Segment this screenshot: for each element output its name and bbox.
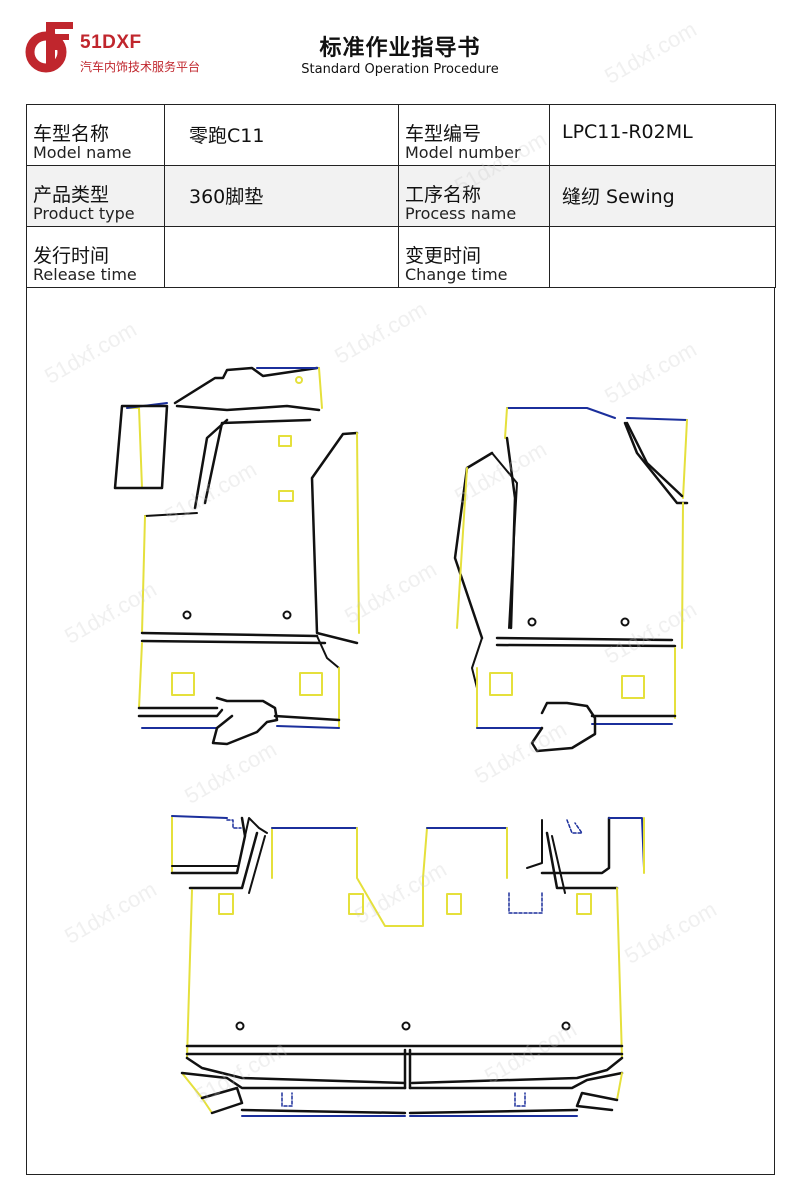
product-type-label-cn: 产品类型 — [33, 184, 110, 206]
product-type-value-cell: 360脚垫 — [164, 165, 399, 227]
process-name-value: 缝纫 Sewing — [562, 186, 675, 208]
model-number-label-en: Model number — [405, 143, 521, 162]
change-time-label-en: Change time — [405, 265, 508, 284]
change-time-label-cell: 变更时间 Change time — [398, 226, 550, 288]
process-name-label-cn: 工序名称 — [405, 184, 482, 206]
product-type-label-cell: 产品类型 Product type — [26, 165, 165, 227]
process-name-label-en: Process name — [405, 204, 517, 223]
change-time-label-cn: 变更时间 — [405, 245, 482, 267]
release-time-label-cell: 发行时间 Release time — [26, 226, 165, 288]
rear-mat-pattern — [170, 815, 645, 1117]
logo-brand-text: 51DXF — [80, 32, 142, 53]
release-time-value-cell — [164, 226, 399, 288]
document-subtitle: Standard Operation Procedure — [301, 62, 499, 77]
document-title: 标准作业指导书 — [319, 36, 481, 61]
model-name-label-en: Model name — [33, 143, 132, 162]
model-name-value: 零跑C11 — [189, 125, 265, 147]
front-right-mat-pattern — [453, 407, 689, 753]
model-number-value: LPC11-R02ML — [562, 121, 693, 143]
logo-mark-icon — [25, 22, 73, 73]
info-row-model: 车型名称 Model name 零跑C11 车型编号 Model number … — [26, 104, 776, 166]
product-type-label-en: Product type — [33, 204, 135, 223]
info-row-time: 发行时间 Release time 变更时间 Change time — [26, 226, 776, 288]
company-logo: 51DXF 汽车内饰技术服务平台 — [22, 18, 232, 78]
model-name-label-cell: 车型名称 Model name — [26, 104, 165, 166]
model-number-label-cn: 车型编号 — [405, 123, 482, 145]
release-time-label-en: Release time — [33, 265, 137, 284]
model-number-label-cell: 车型编号 Model number — [398, 104, 550, 166]
logo-tagline: 汽车内饰技术服务平台 — [80, 60, 201, 74]
info-table: 车型名称 Model name 零跑C11 车型编号 Model number … — [26, 104, 776, 288]
product-type-value: 360脚垫 — [189, 186, 264, 208]
release-time-label-cn: 发行时间 — [33, 245, 110, 267]
model-number-value-cell: LPC11-R02ML — [549, 104, 776, 166]
pattern-drawing-area — [26, 288, 775, 1175]
floor-mat-pattern-diagram — [113, 366, 689, 1117]
watermark-text: 51dxf.com — [600, 16, 701, 89]
process-name-value-cell: 缝纫 Sewing — [549, 165, 776, 227]
front-left-mat-pattern — [113, 366, 360, 746]
model-name-label-cn: 车型名称 — [33, 123, 110, 145]
process-name-label-cell: 工序名称 Process name — [398, 165, 550, 227]
change-time-value-cell — [549, 226, 776, 288]
model-name-value-cell: 零跑C11 — [164, 104, 399, 166]
info-row-product: 产品类型 Product type 360脚垫 工序名称 Process nam… — [26, 165, 776, 227]
